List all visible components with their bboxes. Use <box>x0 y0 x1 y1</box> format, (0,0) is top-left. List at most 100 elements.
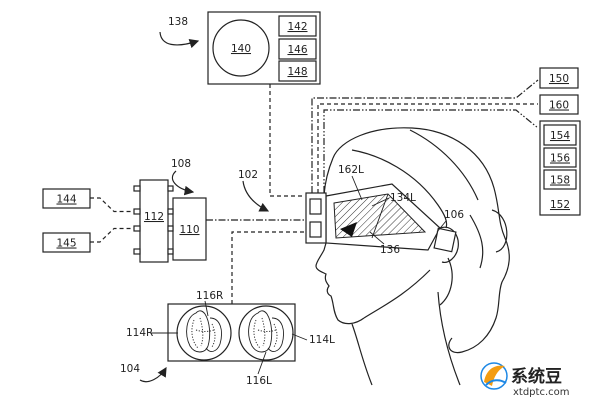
watermark-url: xtdptc.com <box>513 387 570 398</box>
face-profile <box>315 242 365 325</box>
ref-150: 150 <box>549 73 569 85</box>
watermark-logo-swoosh <box>484 365 505 386</box>
ref-160: 160 <box>549 100 569 112</box>
line-138-to-headset <box>269 84 305 197</box>
ref-162l: 162L <box>338 164 364 176</box>
chip-pin-left-3 <box>133 225 141 232</box>
chip-pin-right-1 <box>167 185 174 192</box>
ref-102-arrow <box>242 180 270 212</box>
hair-outline <box>332 127 510 354</box>
neck-back <box>437 291 461 386</box>
ref-116l: 116L <box>246 375 272 387</box>
hair-inner-line <box>351 149 448 229</box>
line-144-to-112 <box>90 197 134 213</box>
box-154 <box>543 124 577 146</box>
line-headset-to-160 <box>317 103 538 193</box>
chip-pin-left-2 <box>133 208 141 215</box>
ref-140: 140 <box>231 43 251 55</box>
ref-114r: 114R <box>126 327 153 339</box>
ref-114l-leader <box>291 333 308 341</box>
ref-134l-leader <box>371 197 390 207</box>
ponytail-curl <box>491 209 508 253</box>
chip-pin-left-1 <box>133 185 141 192</box>
block-104 <box>167 303 296 362</box>
ref-148: 148 <box>287 66 307 78</box>
ref-108: 108 <box>171 158 191 170</box>
ref-116r-leader <box>204 300 209 317</box>
forehead-line <box>323 157 334 196</box>
box-144 <box>42 188 91 209</box>
lens-display <box>333 193 427 239</box>
input-boxes: 144 145 <box>42 188 91 253</box>
ref-134l: 134L <box>390 192 416 204</box>
hair-behind-ear <box>439 257 453 306</box>
ref-108-arrow <box>171 170 195 196</box>
block-108: 112 110 <box>133 179 207 263</box>
ref-158: 158 <box>550 175 570 187</box>
organ-right-lobe-a <box>186 310 211 353</box>
ref-136: 136 <box>380 244 400 256</box>
box-145 <box>42 232 91 253</box>
jaw-line <box>363 269 431 319</box>
ref-116l-leader <box>257 351 267 375</box>
ref-138-arrow <box>159 31 200 49</box>
organ-right-texture <box>191 317 216 349</box>
line-headset-to-150 <box>311 79 539 193</box>
chip-pin-right-2 <box>167 208 174 215</box>
strap-clip <box>433 227 457 253</box>
ref-106: 106 <box>444 209 464 221</box>
organ-left-lobe-b <box>267 317 284 352</box>
organ-left-texture <box>253 317 278 349</box>
chip-pin-right-3 <box>167 225 174 232</box>
ref-114l: 114L <box>309 334 335 346</box>
ref-102: 102 <box>238 169 258 181</box>
box-158 <box>543 169 577 190</box>
ref-154: 154 <box>550 130 570 142</box>
ref-146: 146 <box>287 44 307 56</box>
ref-136-leader <box>369 231 385 245</box>
headset-front-housing <box>305 192 327 244</box>
organ-left-lobe-a <box>248 310 273 353</box>
box-150 <box>539 67 579 89</box>
hair-strand-back <box>469 214 484 269</box>
neck-front <box>351 323 373 386</box>
watermark-logo-arc <box>485 379 507 386</box>
ref-138: 138 <box>168 16 188 28</box>
eye <box>340 222 357 237</box>
line-headset-to-152 <box>323 109 539 193</box>
ref-152: 152 <box>550 199 570 211</box>
ref-104: 104 <box>120 363 140 375</box>
ear <box>439 226 459 263</box>
watermark: 系统豆 xtdptc.com <box>480 362 570 398</box>
box-152-frame <box>539 120 581 216</box>
watermark-brand: 系统豆 <box>511 366 562 387</box>
ref-116r: 116R <box>196 290 223 302</box>
ref-112: 112 <box>144 211 164 223</box>
block-138: 140 142 146 148 <box>207 11 321 85</box>
lens-divider <box>371 193 389 239</box>
box-142 <box>278 15 317 37</box>
organ-right-lobe-b <box>205 317 222 352</box>
box-148 <box>278 60 317 82</box>
ref-106-leader <box>436 220 447 233</box>
ref-104-arrow <box>139 366 167 383</box>
right-blocks: 150 160 154 156 158 152 <box>539 67 581 216</box>
ref-145: 145 <box>56 238 76 250</box>
line-104-to-headset <box>231 231 305 304</box>
ref-142: 142 <box>287 21 307 33</box>
element-140-circle <box>212 19 270 77</box>
ref-144: 144 <box>56 194 76 206</box>
box-160 <box>539 94 579 115</box>
hair-strand-top <box>409 129 479 201</box>
ref-110: 110 <box>179 224 199 236</box>
headset <box>305 183 457 253</box>
headset-sensor-upper <box>309 198 322 215</box>
ref-162l-leader <box>351 175 363 201</box>
head-drawing <box>315 127 510 386</box>
box-146 <box>278 38 317 60</box>
box-156 <box>543 147 577 168</box>
headset-sensor-lower <box>309 221 322 238</box>
line-145-to-112 <box>90 227 134 243</box>
chip-pin-left-4 <box>133 248 141 255</box>
